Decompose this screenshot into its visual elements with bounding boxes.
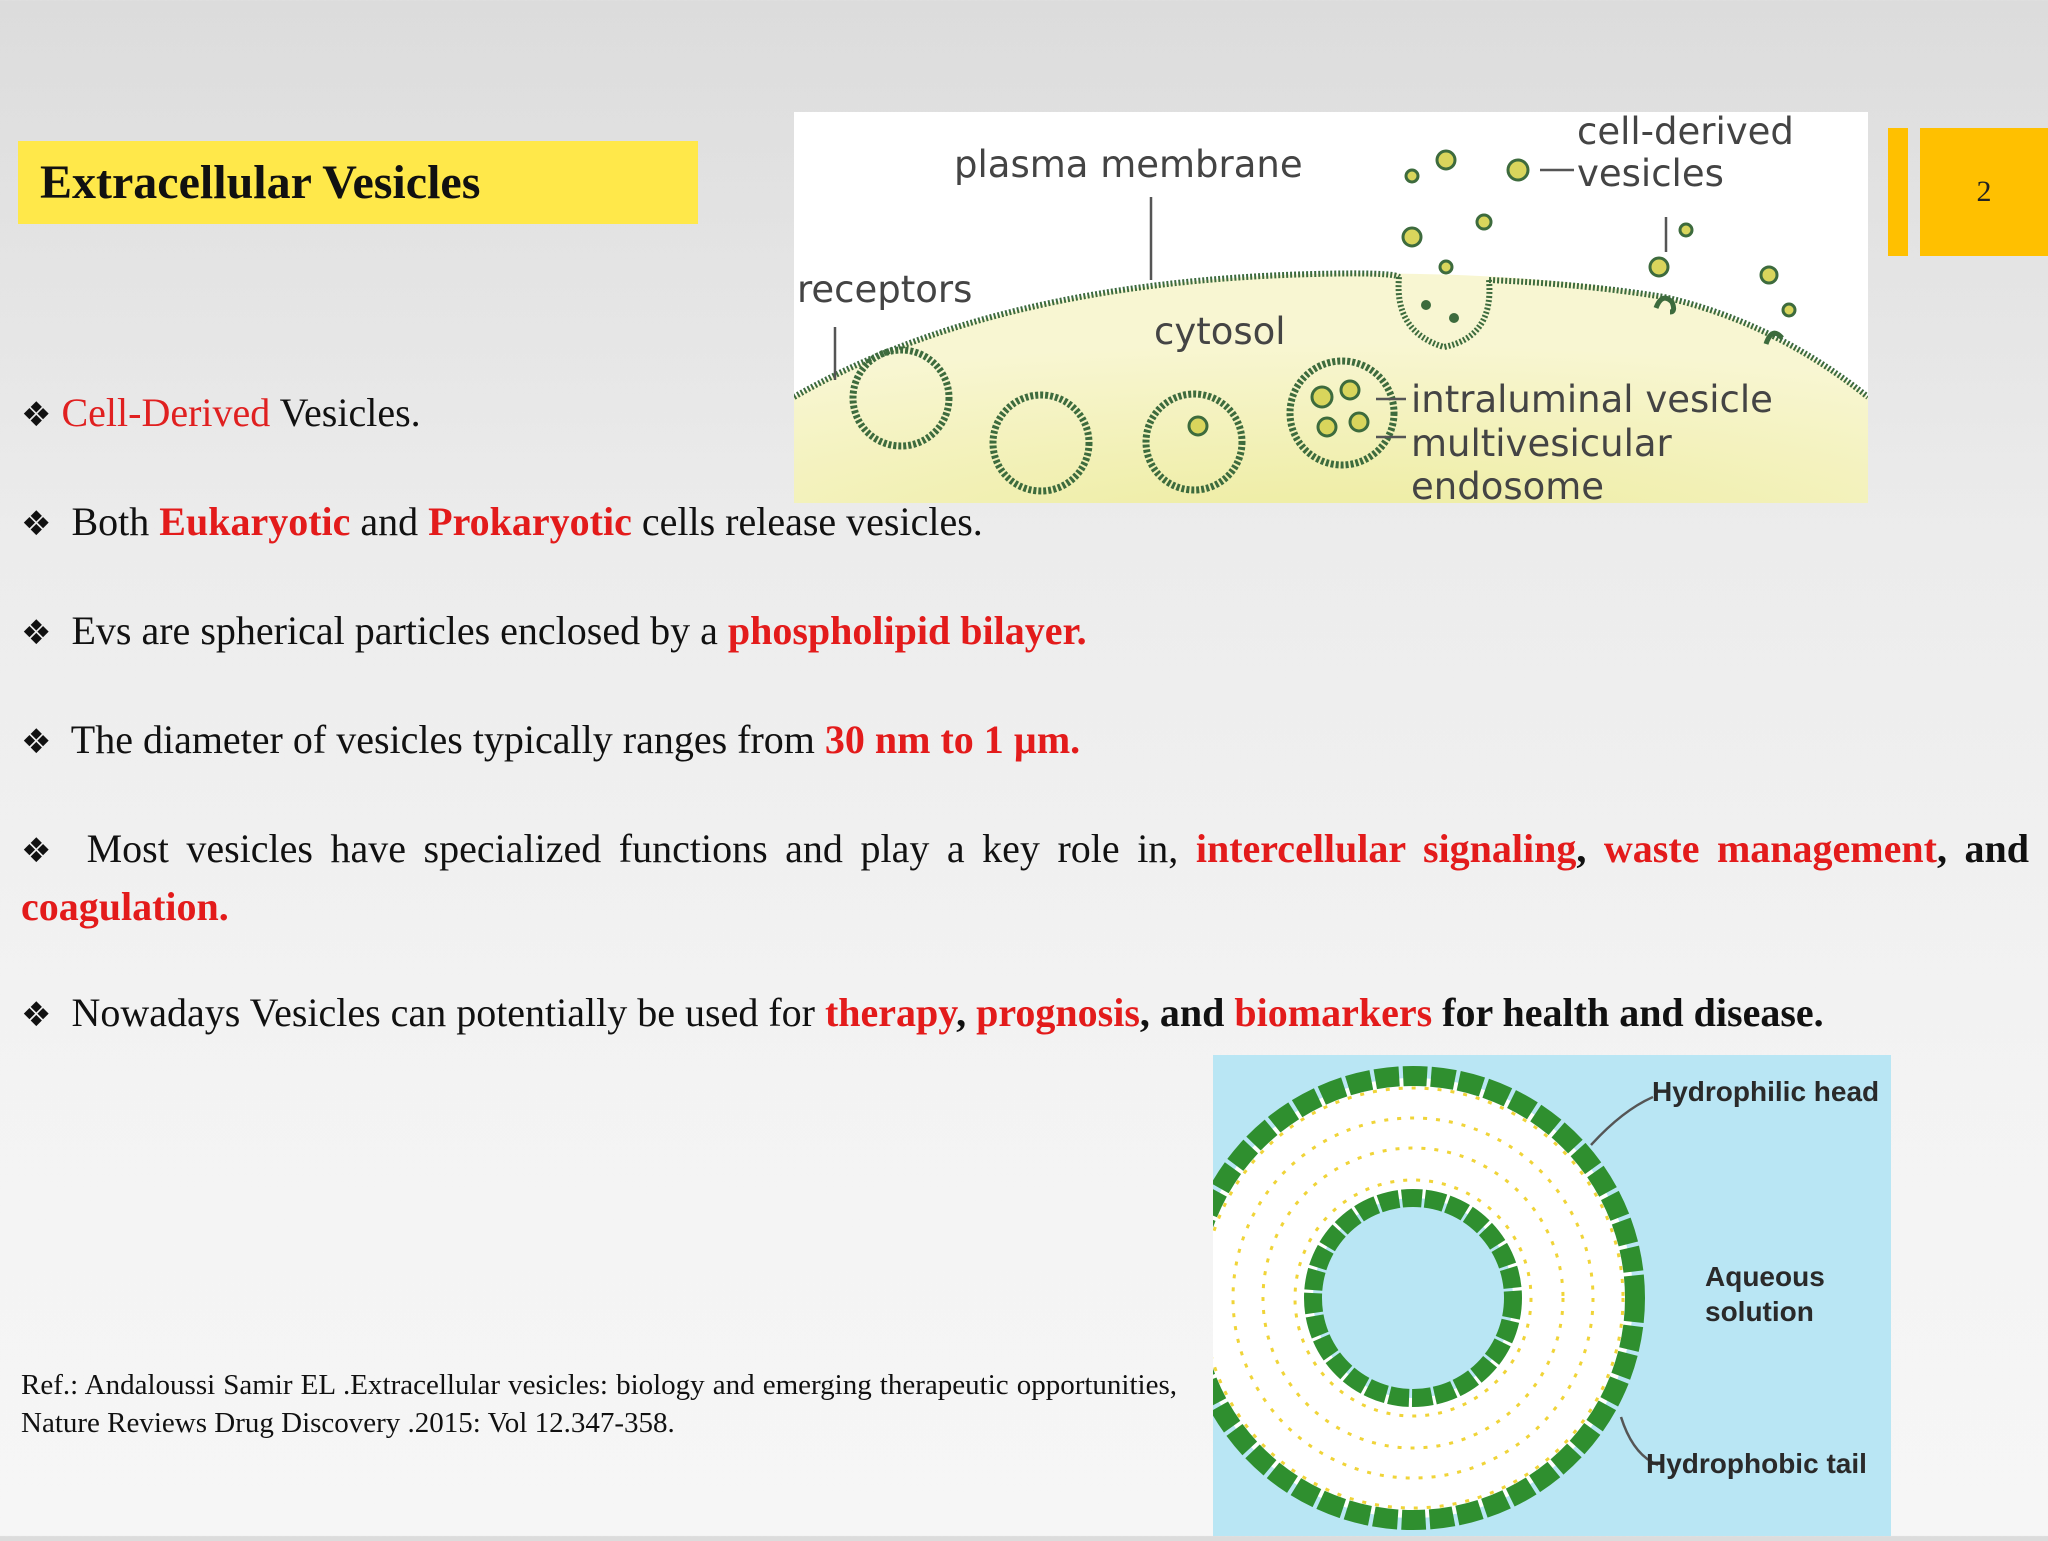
inner-vesicle — [1187, 415, 1209, 437]
bullet-5-text: , — [1576, 826, 1604, 871]
bullet-5-text: Most vesicles have specialized functions… — [69, 826, 1196, 871]
bullet-5-highlight-coagulation: coagulation. — [21, 884, 229, 929]
label-receptors: receptors — [797, 268, 972, 311]
bullet-2-highlight-eukaryotic: Eukaryotic — [159, 499, 351, 544]
bullet-4-highlight: 30 nm to 1 µm. — [824, 717, 1081, 762]
tails-innermost — [1293, 1178, 1533, 1418]
bullet-3: ❖ Evs are spherical particles enclosed b… — [21, 603, 2029, 661]
cytosol-region — [794, 273, 1868, 503]
label-cell-derived: cell-derived — [1577, 112, 1794, 153]
bullet-6-text: Nowadays Vesicles can potentially be use… — [61, 990, 825, 1035]
accent-bar-thin — [1888, 128, 1908, 256]
bullet-6-text: for health and disease. — [1432, 990, 1824, 1035]
label-endosome: endosome — [1411, 465, 1604, 503]
bullet-6: ❖ Nowadays Vesicles can potentially be u… — [21, 985, 2029, 1043]
bullet-marker-icon: ❖ — [21, 995, 52, 1035]
plasma-membrane-left — [794, 270, 1402, 400]
slide-title: Extracellular Vesicles — [40, 156, 481, 209]
endocytic-vesicle — [989, 391, 1093, 495]
intraluminal-vesicle — [1310, 385, 1334, 409]
intraluminal-vesicle — [1316, 416, 1338, 438]
bullet-marker-icon: ❖ — [21, 613, 52, 653]
bullet-4: ❖ The diameter of vesicles typically ran… — [21, 712, 2029, 770]
bullet-5-highlight-waste: waste management — [1603, 826, 1937, 871]
released-vesicle — [1435, 149, 1457, 171]
multivesicular-endosome — [1286, 357, 1398, 469]
released-vesicle — [1438, 259, 1454, 275]
label-hydrophilic-head: Hydrophilic head — [1652, 1076, 1879, 1107]
bullet-2-text: and — [350, 499, 429, 544]
vesicle-dot — [1449, 313, 1459, 323]
bullet-2-text: cells release vesicles. — [631, 499, 983, 544]
leader-line — [1619, 1416, 1659, 1467]
membrane-bump — [1763, 330, 1784, 345]
released-vesicle — [1648, 256, 1670, 278]
bullet-2-highlight-prokaryotic: Prokaryotic — [428, 499, 632, 544]
released-vesicle — [1781, 302, 1797, 318]
cell-vesicle-diagram: plasma membrane cell-derived vesicles re… — [794, 112, 1868, 503]
bullet-5-highlight-signaling: intercellular signaling — [1195, 826, 1577, 871]
tails-middle — [1231, 1116, 1595, 1480]
label-solution: solution — [1705, 1296, 1814, 1327]
label-hydrophobic-tail: Hydrophobic tail — [1646, 1448, 1867, 1479]
bilayer-diagram: Hydrophilic head Aqueous solution Hydrop… — [1181, 1066, 1879, 1530]
page-number: 2 — [1976, 175, 1992, 208]
bullet-marker-icon: ❖ — [21, 395, 52, 435]
inner-head-layer — [1304, 1189, 1522, 1407]
bullet-3-highlight: phospholipid bilayer. — [727, 608, 1087, 653]
bullet-6-text: , and — [1139, 990, 1235, 1035]
released-vesicle — [1404, 168, 1420, 184]
tails-inner — [1261, 1146, 1565, 1450]
label-aqueous: Aqueous — [1705, 1261, 1825, 1292]
released-vesicle — [1475, 213, 1493, 231]
leader-line — [1590, 1095, 1654, 1146]
membrane-bump — [1653, 295, 1677, 315]
bullet-marker-icon: ❖ — [21, 504, 52, 544]
bullet-2-text: Both — [61, 499, 160, 544]
bullet-1-text: Vesicles. — [270, 390, 421, 435]
bullet-marker-icon: ❖ — [21, 831, 60, 871]
bullet-4-text: The diameter of vesicles typically range… — [61, 717, 825, 762]
intraluminal-vesicle — [1348, 411, 1370, 433]
budding-pit — [1395, 276, 1493, 351]
early-endosome — [1142, 390, 1246, 494]
bullet-marker-icon: ❖ — [21, 722, 52, 762]
cell-vesicle-figure: plasma membrane cell-derived vesicles re… — [794, 112, 1868, 503]
released-vesicle — [1678, 222, 1694, 238]
label-multivesicular: multivesicular — [1411, 422, 1673, 465]
bullet-6-highlight-prognosis: prognosis — [976, 990, 1140, 1035]
tails-outer — [1201, 1086, 1625, 1510]
title-box: Extracellular Vesicles — [18, 141, 698, 224]
label-vesicles: vesicles — [1577, 152, 1724, 195]
bullet-5: ❖ Most vesicles have specialized functio… — [21, 821, 2029, 934]
bullet-1-highlight: Cell-Derived — [61, 390, 271, 435]
accent-bar-thick: 2 — [1920, 128, 2048, 256]
bullet-1: ❖Cell-Derived Vesicles. — [21, 385, 2029, 443]
released-vesicle — [1506, 158, 1530, 182]
label-cytosol: cytosol — [1154, 310, 1286, 353]
bullet-6-highlight-biomarkers: biomarkers — [1234, 990, 1433, 1035]
released-vesicle — [1759, 265, 1779, 285]
released-vesicle — [1401, 226, 1423, 248]
vesicle-dot — [1421, 300, 1431, 310]
page-number-badge: 2 — [1888, 128, 2048, 256]
bullet-2: ❖ Both Eukaryotic and Prokaryotic cells … — [21, 494, 2029, 552]
bullet-6-highlight-therapy: therapy — [824, 990, 957, 1035]
bilayer-figure: Hydrophilic head Aqueous solution Hydrop… — [1181, 1055, 1891, 1536]
bullet-5-text: , and — [1936, 826, 2029, 871]
bullet-6-text: , — [956, 990, 977, 1035]
bullet-3-text: Evs are spherical particles enclosed by … — [61, 608, 728, 653]
intraluminal-vesicle — [1339, 379, 1361, 401]
outer-head-layer — [1181, 1066, 1645, 1530]
receptor-pit — [849, 346, 953, 450]
reference-citation: Ref.: Andaloussi Samir EL .Extracellular… — [21, 1369, 1177, 1439]
label-plasma-membrane: plasma membrane — [954, 143, 1303, 186]
label-intraluminal: intraluminal vesicle — [1411, 378, 1773, 421]
